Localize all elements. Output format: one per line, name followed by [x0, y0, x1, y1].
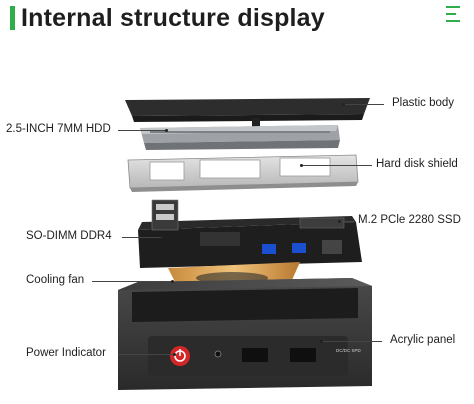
title-block: Internal structure display: [10, 2, 325, 34]
leader-hdd: [118, 130, 166, 131]
dot-ram: [161, 236, 164, 239]
leader-power: [118, 354, 174, 355]
dot-plastic-body: [342, 103, 345, 106]
hard-disk-shield-part: [127, 154, 359, 192]
plastic-body-part: [125, 98, 370, 128]
label-hdd: 2.5-INCH 7MM HDD: [6, 123, 111, 135]
hamburger-menu-icon[interactable]: [446, 6, 460, 26]
motherboard-part: [138, 199, 362, 268]
leader-plastic-body: [344, 104, 384, 105]
dot-ssd: [338, 220, 341, 223]
label-ram: SO-DIMM DDR4: [26, 230, 112, 242]
leader-ssd: [340, 221, 354, 222]
dot-hdd: [165, 129, 168, 132]
case-port-text: DC/DC SPD: [336, 348, 362, 353]
dot-shield: [300, 164, 303, 167]
leader-fan: [92, 281, 172, 282]
label-power-indicator: Power Indicator: [26, 347, 106, 359]
label-ssd: M.2 PCle 2280 SSD: [358, 214, 461, 226]
label-acrylic-panel: Acrylic panel: [390, 334, 456, 346]
label-cooling-fan: Cooling fan: [26, 274, 85, 286]
case-enclosure: [118, 278, 372, 390]
title-accent-bar: [10, 6, 15, 30]
hdd-part: [140, 125, 340, 150]
dot-power: [173, 353, 176, 356]
label-hard-disk-shield: Hard disk shield: [376, 158, 458, 170]
dot-fan: [171, 280, 174, 283]
page-title: Internal structure display: [21, 3, 325, 32]
leader-ram: [122, 237, 162, 238]
label-plastic-body: Plastic body: [392, 97, 455, 109]
leader-shield: [302, 165, 372, 166]
leader-acrylic: [322, 341, 382, 342]
dot-acrylic: [320, 340, 323, 343]
